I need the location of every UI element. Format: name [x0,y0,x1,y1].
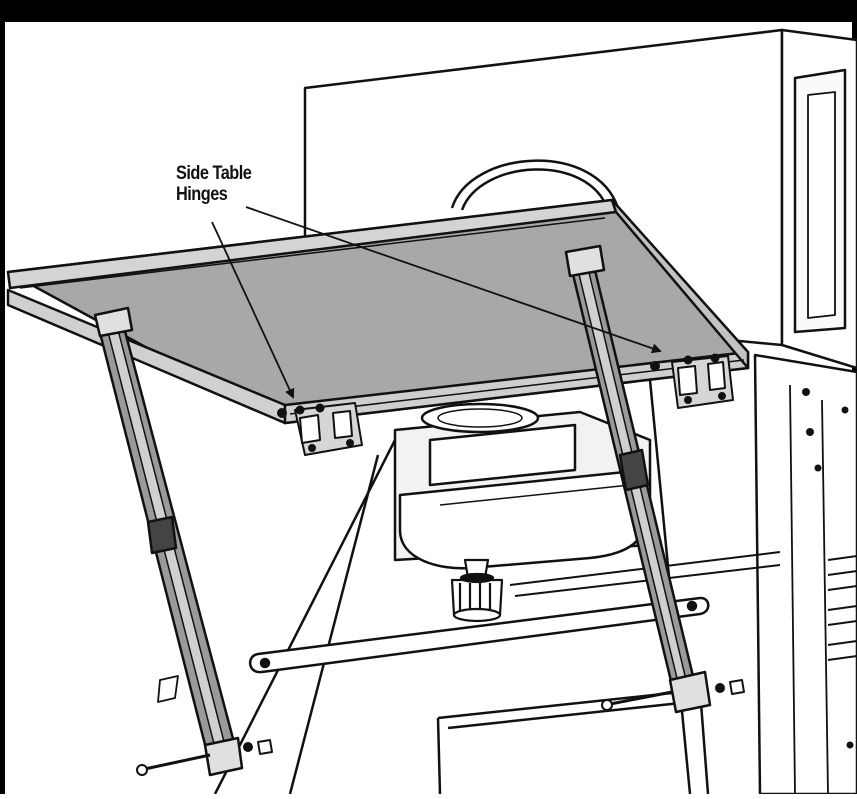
callout-leader-lines [211,206,662,399]
panel-rivets [802,388,854,749]
right-hinge-bracket [650,353,734,409]
left-frame-bar [0,0,5,794]
control-knob [450,558,504,623]
top-frame-bar [0,0,857,22]
left-support-strut [93,306,244,777]
side-table-top [6,198,750,425]
lid-handle [450,159,620,211]
side-louvers [827,555,857,661]
grease-tray [393,402,652,570]
left-hinge-bracket [277,402,363,456]
callout-line-2: Hinges [176,184,228,205]
leader-line-left [211,221,295,399]
leader-line-right [245,206,662,354]
callout-line-1: Side Table [176,163,252,184]
callout-label: Side Table Hinges [176,163,252,205]
right-support-strut [564,244,712,714]
mounting-bolts [136,679,745,776]
